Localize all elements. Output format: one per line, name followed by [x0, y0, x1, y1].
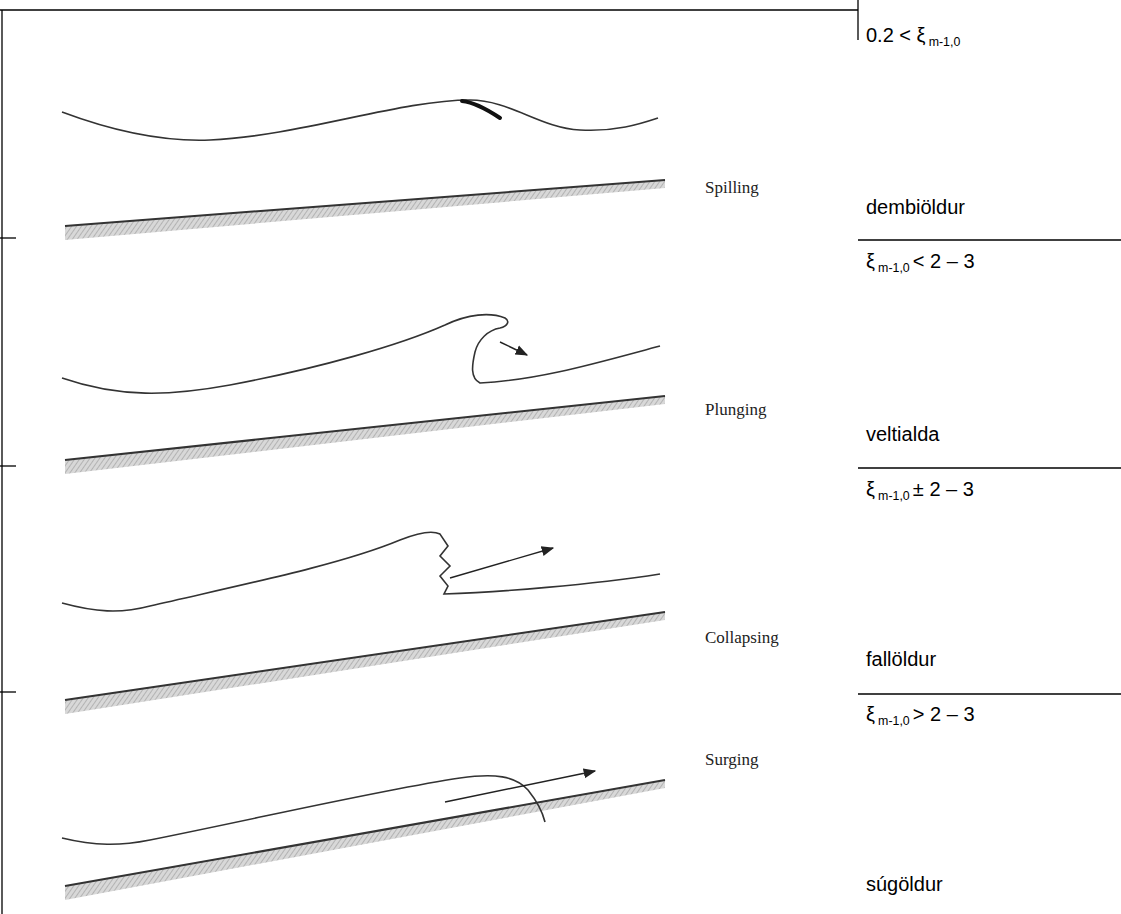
text-line: Collapsing [705, 628, 779, 648]
breaker-type-label: Collapsing [705, 628, 779, 647]
plunging-wave [62, 315, 665, 474]
breaker-type-label: Spilling [705, 178, 759, 197]
breaker-name: veltialda [866, 423, 939, 445]
text-line: dembiöldur [866, 196, 965, 219]
text-line: ξm-1,0> 2 – 3 [866, 703, 975, 726]
parameter-range: 0.2 < ξ [866, 24, 926, 46]
text-line: Spilling [705, 178, 759, 198]
text-line: ξm-1,0± 2 – 3 [866, 478, 974, 501]
subscript: m-1,0 [878, 714, 910, 728]
text-line: fallöldur [866, 648, 936, 671]
subscript: m-1,0 [878, 261, 910, 275]
parameter-range: < 2 – 3 [913, 250, 975, 272]
surging-wave [62, 771, 665, 900]
collapsing-wave [62, 532, 665, 714]
text-line: veltialda [866, 423, 939, 446]
breaker-name: dembiöldur [866, 196, 965, 218]
subscript: m-1,0 [929, 35, 961, 49]
parameter-range: ξ [866, 250, 875, 272]
parameter-range: > 2 – 3 [913, 703, 975, 725]
subscript: m-1,0 [878, 489, 910, 503]
text-line: súgöldur [866, 873, 943, 896]
breaker-type-label: Surging [705, 750, 759, 769]
text-line: 0.2 < ξm-1,0 [866, 24, 963, 47]
text-line: Surging [705, 750, 759, 770]
text-line: Plunging [705, 400, 766, 420]
breaker-name: súgöldur [866, 873, 943, 895]
spilling-wave [62, 100, 665, 240]
parameter-range: ξ [866, 703, 875, 725]
parameter-range: ξ [866, 478, 875, 500]
parameter-range: ± 2 – 3 [913, 478, 974, 500]
text-line: ξm-1,0< 2 – 3 [866, 250, 975, 273]
breaker-type-label: Plunging [705, 400, 766, 419]
breaker-name: fallöldur [866, 648, 936, 670]
